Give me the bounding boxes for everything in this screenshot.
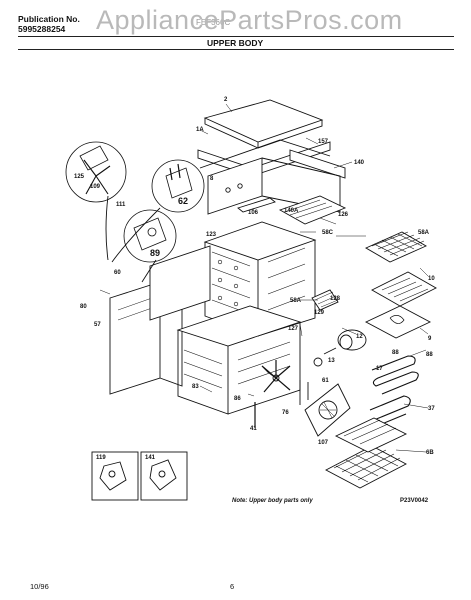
- callout-1a: 1A: [196, 127, 204, 133]
- callout-58a-lower: 58A: [290, 298, 302, 304]
- callout-125: 125: [74, 174, 85, 180]
- callout-128: 128: [330, 296, 341, 302]
- diagram-note: Note: Upper body parts only: [232, 498, 313, 504]
- callout-41: 41: [250, 426, 257, 432]
- fan-cover-part: [304, 383, 351, 437]
- watermark: AppliancePartsPros.com: [96, 5, 403, 35]
- model-number: FEF366C: [196, 18, 231, 27]
- callout-88b: 88: [426, 352, 433, 358]
- broil-element-part: [371, 355, 419, 395]
- footer-page: 6: [230, 582, 235, 591]
- callout-140a: 140A: [284, 208, 299, 214]
- callout-109: 109: [90, 184, 101, 190]
- callout-58a: 58A: [418, 230, 430, 236]
- fan-motor-part: [323, 329, 367, 355]
- fan-blade-part: [261, 360, 291, 393]
- callout-140: 140: [354, 160, 365, 166]
- callout-119: 119: [96, 455, 106, 461]
- detail-circle-125: [65, 141, 127, 203]
- callout-157: 157: [318, 139, 329, 145]
- footer-date: 10/96: [30, 582, 49, 591]
- callout-111: 111: [116, 202, 126, 208]
- section-title: UPPER BODY: [207, 38, 264, 48]
- oven-rack-lower: [325, 445, 407, 489]
- header-rule-top: [18, 36, 454, 37]
- callout-8: 8: [210, 176, 214, 182]
- baffle-part: [364, 305, 432, 339]
- callout-6b: 6B: [426, 450, 434, 456]
- rack-part-6b: [334, 417, 408, 453]
- callout-62: 62: [178, 196, 189, 206]
- inset-box-119: [91, 451, 139, 501]
- callout-80: 80: [80, 304, 87, 310]
- callout-107: 107: [318, 440, 329, 446]
- callout-60: 60: [114, 270, 121, 276]
- callout-86: 86: [234, 396, 241, 402]
- motor-part-129: [311, 289, 339, 311]
- callout-76: 76: [282, 410, 289, 416]
- callout-10: 10: [428, 276, 435, 282]
- callout-126: 126: [338, 212, 349, 218]
- convection-cavity-part: [176, 305, 302, 415]
- callout-58c: 58C: [322, 230, 334, 236]
- callout-83: 83: [192, 384, 199, 390]
- callout-123: 123: [206, 232, 217, 238]
- header-rule-bottom: [18, 49, 454, 50]
- callout-97: 57: [94, 322, 101, 328]
- callout-88: 88: [392, 350, 399, 356]
- publication-number: 5995288254: [18, 24, 66, 34]
- callout-9: 9: [428, 336, 432, 342]
- oven-rack-upper: [365, 231, 427, 263]
- callout-12: 12: [356, 334, 363, 340]
- publication-label: Publication No.: [18, 14, 80, 24]
- callout-129: 129: [314, 310, 325, 316]
- callout-61: 61: [322, 378, 329, 384]
- broil-pan-insert: [371, 271, 437, 307]
- callout-37: 37: [428, 406, 435, 412]
- top-cover-part: [203, 99, 324, 149]
- callout-89: 89: [150, 248, 161, 258]
- callout-2: 2: [224, 97, 228, 103]
- callout-141: 141: [145, 455, 156, 461]
- figure-code: P23V0042: [400, 498, 429, 504]
- detail-circle-62: [151, 159, 205, 213]
- callout-13: 13: [328, 358, 335, 364]
- callout-127: 127: [288, 326, 299, 332]
- callout-17: 17: [376, 366, 383, 372]
- callout-106: 106: [248, 210, 259, 216]
